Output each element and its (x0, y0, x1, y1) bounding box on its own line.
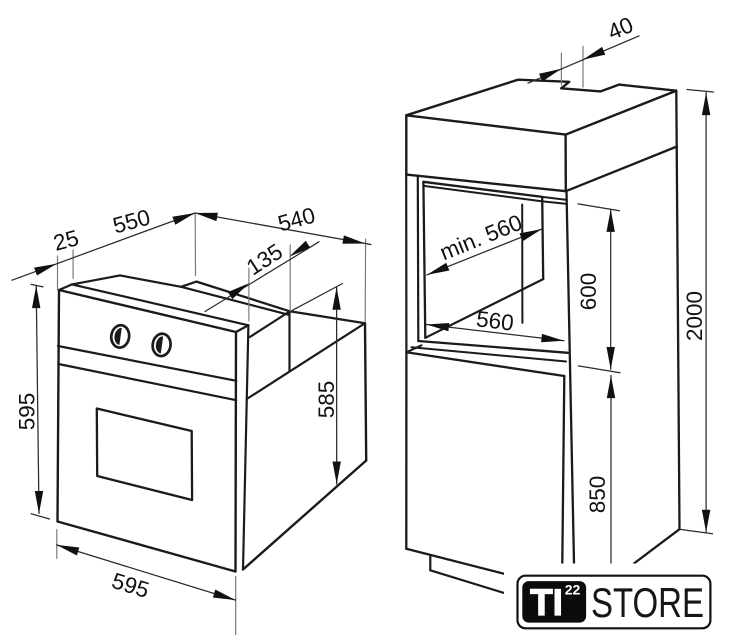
svg-text:585: 585 (314, 381, 339, 419)
svg-text:22: 22 (565, 582, 581, 598)
svg-text:560: 560 (475, 306, 515, 335)
svg-text:STORE: STORE (591, 579, 704, 626)
svg-text:2000: 2000 (682, 291, 707, 341)
svg-text:595: 595 (15, 393, 40, 431)
svg-text:600: 600 (576, 273, 601, 311)
svg-text:850: 850 (585, 476, 610, 514)
svg-text:TI: TI (530, 582, 563, 623)
